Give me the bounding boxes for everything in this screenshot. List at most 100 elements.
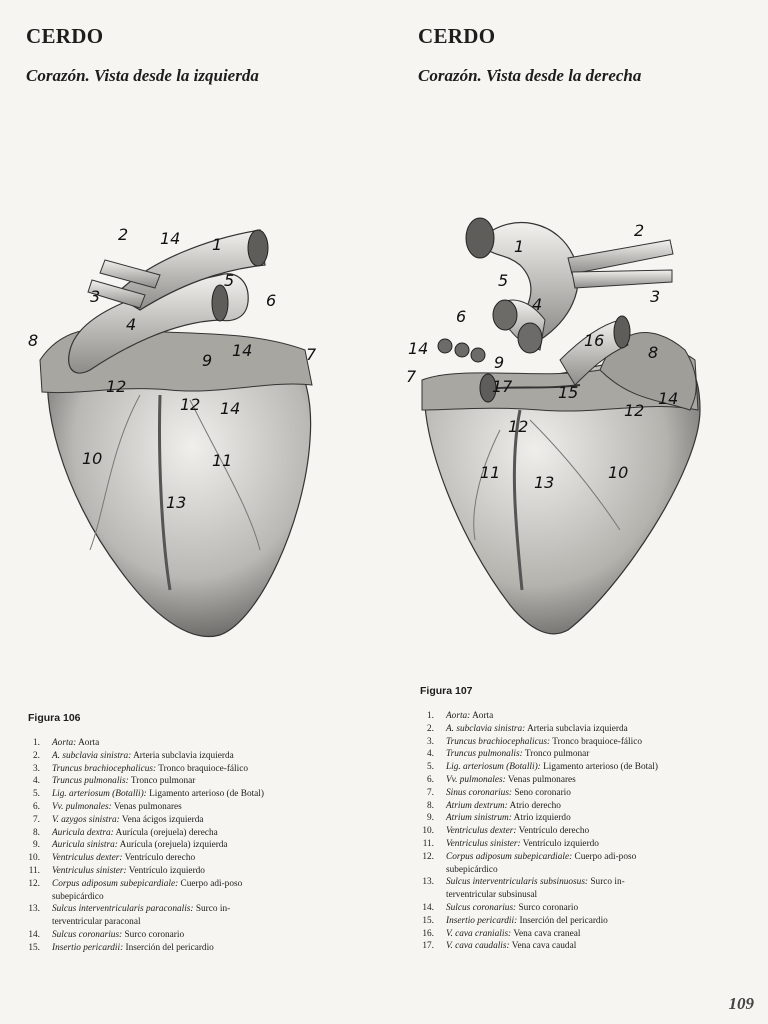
legend-item: 13.Sulcus interventricularis subsinuosus… [420,876,660,902]
left-label-4: 4 [126,315,136,334]
legend-latin-term: Sulcus interventricularis paraconalis: [52,904,194,915]
legend-spanish-term: Ventrículo derecho [124,853,196,864]
right-label-17: 17 [492,377,513,396]
legend-number: 7. [33,814,40,825]
left-label-8: 8 [28,331,38,350]
legend-item: 10.Ventriculus dexter: Ventrículo derech… [420,825,660,838]
figure-107-title: Figura 107 [420,685,473,697]
legend-spanish-term: Cuerpo adi-poso subepicárdico [52,878,243,902]
legend-spanish-term: Surco coronario [518,902,579,913]
legend-item: 5.Lig. arteriosum (Botalli): Ligamento a… [26,788,266,801]
legend-latin-term: V. cava caudalis: [446,941,510,952]
legend-item: 11.Ventriculus sinister: Ventrículo izqu… [26,865,266,878]
legend-number: 14. [28,929,40,940]
left-label-12b: 12 [180,395,200,414]
legend-number: 1. [33,738,40,748]
legend-item: 2.A. subclavia sinistra: Arteria subclav… [420,723,660,736]
legend-spanish-term: Venas pulmonares [113,801,182,812]
legend-number: 2. [427,723,434,734]
legend-spanish-term: Surco in-terventricular subsinusal [446,877,625,901]
legend-number: 2. [33,750,40,761]
right-label-13: 13 [534,473,554,492]
legend-latin-term: Ventriculus sinister: [52,865,127,876]
legend-latin-term: Aorta: [52,738,77,748]
legend-spanish-term: Aorta [472,711,494,721]
legend-spanish-term: Ventrículo izquierdo [522,838,599,849]
right-label-4: 4 [532,295,542,314]
right-label-7: 7 [406,367,417,386]
legend-latin-term: Auricula sinistra: [52,840,118,851]
legend-spanish-term: Inserción del pericardio [125,942,214,953]
legend-number: 1. [427,711,434,721]
right-label-11: 11 [480,463,500,482]
legend-latin-term: Truncus pulmonalis: [446,749,523,760]
legend-number: 8. [33,827,40,838]
legend-item: 3.Truncus brachiocephalicus: Tronco braq… [26,763,266,776]
legend-number: 14. [422,902,434,913]
legend-number: 13. [422,877,434,888]
legend-number: 9. [33,840,40,851]
heart-right-illustration: 2 1 5 3 4 6 16 14 8 9 7 17 15 14 12 12 1… [406,217,701,635]
right-title: CERDO [418,24,496,48]
legend-number: 5. [33,789,40,800]
legend-spanish-term: Atrio izquierdo [513,813,571,824]
right-label-2: 2 [634,221,644,240]
legend-spanish-term: Vena ácigos izquierda [121,814,204,825]
legend-number: 10. [28,853,40,864]
right-label-14: 14 [658,389,678,408]
left-label-7: 7 [306,345,317,364]
left-title: CERDO [26,24,104,48]
left-label-6: 6 [266,291,276,310]
right-label-1: 1 [514,237,524,256]
heart-left-illustration: 2 14 1 5 3 6 4 8 14 7 9 12 12 14 10 11 1… [28,225,317,638]
left-label-5: 5 [224,271,234,290]
legend-number: 10. [422,826,434,837]
right-subtitle: Corazón. Vista desde la derecha [418,66,642,85]
legend-latin-term: Insertio pericardii: [446,915,518,926]
legend-latin-term: Insertio pericardii: [52,942,124,953]
left-label-14: 14 [220,399,240,418]
legend-item: 14.Sulcus coronarius: Surco coronario [26,929,266,942]
legend-spanish-term: Tronco pulmonar [524,749,590,760]
legend-number: 6. [427,774,434,785]
legend-spanish-term: Cuerpo adi-poso subepicárdico [446,851,637,875]
left-label-10: 10 [82,449,102,468]
legend-item: 15.Insertio pericardii: Inserción del pe… [420,915,660,928]
right-heart-labels: 2 1 5 3 4 6 16 14 8 9 7 17 15 14 12 12 1… [406,221,678,492]
left-label-9: 9 [202,351,212,370]
legend-latin-term: Atrium sinistrum: [446,813,512,824]
legend-number: 12. [28,878,40,889]
right-label-9: 9 [494,353,504,372]
legend-item: 9.Atrium sinistrum: Atrio izquierdo [420,812,660,825]
legend-latin-term: Corpus adiposum subepicardiale: [52,878,179,889]
legend-spanish-term: Seno coronario [514,787,571,798]
legend-item: 12.Corpus adiposum subepicardiale: Cuerp… [420,851,660,877]
legend-latin-term: Sulcus coronarius: [52,929,123,940]
legend-number: 15. [28,942,40,953]
figure-106-title: Figura 106 [28,712,81,724]
figure-107-legend: 1. Aorta: Aorta 2.A. subclavia sinistra: A… [420,710,660,953]
legend-item: 2.A. subclavia sinistra: Arteria subclav… [26,750,266,763]
legend-spanish-term: Ligamento arterioso (de Botal) [543,762,658,773]
legend-number: 6. [33,801,40,812]
right-label-12a: 12 [508,417,528,436]
legend-latin-term: V. cava cranialis: [446,928,512,939]
left-subtitle: Corazón. Vista desde la izquierda [26,66,259,85]
legend-latin-term: Truncus brachiocephalicus: [446,736,551,747]
legend-item: 3.Truncus brachiocephalicus: Tronco braq… [420,736,660,749]
legend-latin-term: Auricula dextra: [52,827,114,838]
legend-item: 16.V. cava cranialis: Vena cava craneal [420,928,660,941]
legend-spanish-term: Ventrículo derecho [518,826,590,837]
legend-latin-term: Vv. pulmonales: [446,774,506,785]
right-label-15b: 15 [558,383,578,402]
legend-item: 9.Auricula sinistra: Aurícula (orejuela)… [26,839,266,852]
legend-item: 4. Truncus pulmonalis: Tronco pulmonar [420,748,660,761]
legend-latin-term: Aorta: [446,711,471,721]
legend-spanish-term: Tronco pulmonar [130,776,196,787]
legend-number: 4. [427,749,434,760]
legend-item: 14.Sulcus coronarius: Surco coronario [420,902,660,915]
legend-number: 5. [427,762,434,773]
legend-number: 7. [427,787,434,798]
legend-spanish-term: Vena cava caudal [511,941,577,952]
